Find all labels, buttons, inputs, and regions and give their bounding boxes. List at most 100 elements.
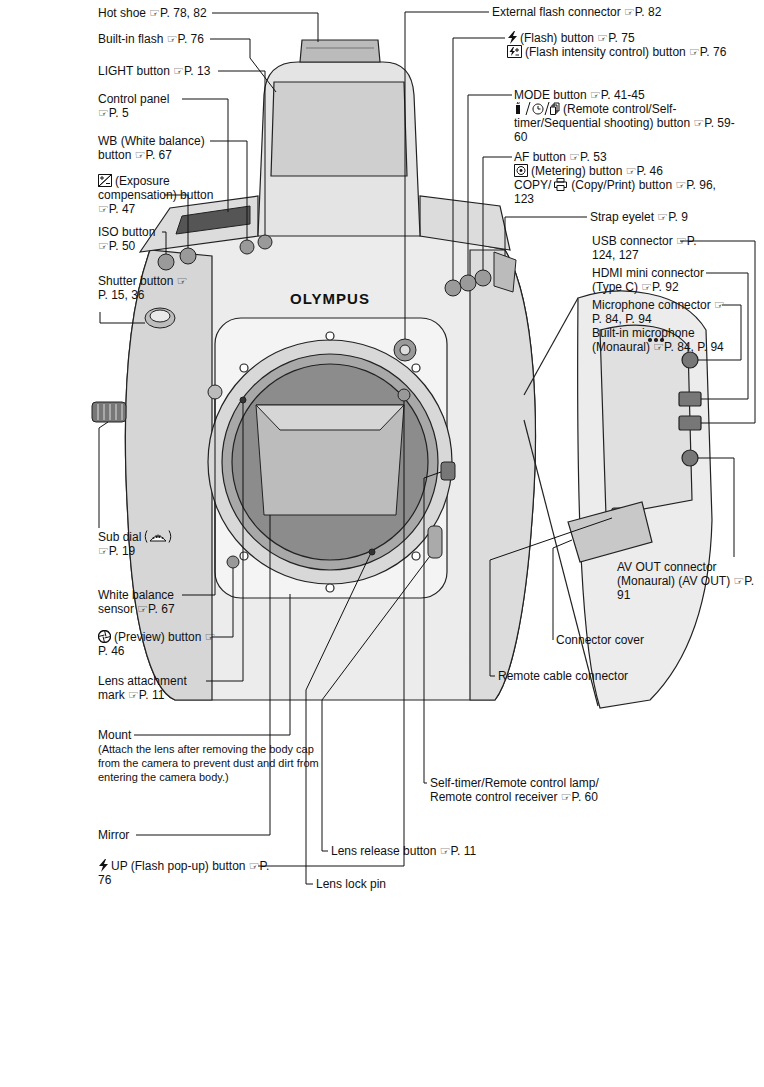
lens-mount-part: [222, 354, 438, 570]
part-label: Strap eyelet ☞P. 9: [590, 210, 688, 224]
callout-label: Mirror: [98, 828, 218, 842]
leader-line-part: [210, 39, 276, 92]
label-item: Self-timer/Remote control lamp/ Remote c…: [430, 776, 599, 804]
lens-mount-part: [412, 552, 420, 560]
icon-stroke: [99, 175, 112, 187]
icon-stroke: [98, 631, 110, 643]
part-label: Built-in microphone (Monaural) ☞P. 84, P…: [592, 326, 724, 354]
mirror: [256, 405, 404, 515]
side-view-part: [679, 392, 701, 406]
icon-stroke: [99, 631, 111, 643]
callout-label: LIGHT button ☞P. 13: [98, 64, 298, 78]
label-item: (Flash intensity control) button ☞P. 76: [507, 45, 726, 59]
callout-label: Control panel ☞P. 5: [98, 92, 183, 120]
leader-line-part: [210, 141, 247, 240]
label-row: Mirror: [98, 828, 218, 842]
label-item: (Metering) button ☞P. 46: [514, 164, 663, 178]
callout-label: Connector cover: [556, 633, 676, 647]
camera-body-part: [420, 196, 510, 250]
icon-stroke: [510, 47, 516, 56]
part-label: (Exposure compensation) button ☞P. 47: [98, 174, 213, 216]
label-item: MODE button ☞P. 41-45: [514, 88, 645, 102]
label-row: Remote cable connector: [498, 669, 658, 683]
callout-label: Shutter button ☞P. 15, 36: [98, 274, 193, 302]
control-panel: [176, 206, 250, 234]
lens-mount-part: [208, 340, 452, 584]
label-item: AV OUT connector (Monaural) (AV OUT) ☞P.…: [617, 560, 754, 602]
label-item: (Exposure compensation) button ☞P. 47: [98, 174, 213, 216]
callout-label: Remote cable connector: [498, 669, 658, 683]
lens-mount-part: [326, 584, 334, 592]
callout-label: Lens release button ☞P. 11: [331, 844, 531, 858]
label-row: COPY/(Copy/Print) button ☞P. 96, 123: [514, 178, 739, 206]
part-label: Remote cable connector: [498, 669, 628, 683]
leader-line-part: [424, 472, 441, 783]
front-controls-part: [394, 339, 416, 361]
callout-label: Lens attachment mark ☞P. 11: [98, 674, 208, 702]
icon-stroke: [519, 169, 522, 172]
part-label: AF button ☞P. 53: [514, 150, 607, 164]
icon-stroke: [153, 535, 163, 540]
label-item: Lens lock pin: [316, 877, 386, 891]
label-row: Lens release button ☞P. 11: [331, 844, 531, 858]
lens-mount-part: [326, 332, 334, 340]
label-item: USB connector ☞P. 124, 127: [592, 234, 697, 262]
front-controls-part: [227, 556, 239, 568]
callout-label: Mount(Attach the lens after removing the…: [98, 728, 338, 784]
top-buttons-part: [475, 270, 491, 286]
lens-mount-part: [240, 552, 248, 560]
leader-line-part: [483, 157, 512, 270]
label-item: Connector cover: [556, 633, 644, 647]
part-label: HDMI mini connector (Type C) ☞P. 92: [592, 266, 704, 294]
callout-label: UP (Flash pop-up) button ☞P. 76: [98, 859, 273, 887]
icon-stroke: [99, 175, 112, 187]
callout-label: ISO button ☞P. 50: [98, 225, 168, 253]
front-controls-part: [441, 462, 455, 480]
icon-stroke: [526, 102, 530, 115]
leader-line-part: [490, 518, 612, 676]
label-item: Lens release button ☞P. 11: [331, 844, 476, 858]
part-label: MODE button ☞P. 41-45: [514, 88, 645, 102]
icon-stroke: [100, 176, 110, 184]
label-row: Lens lock pin: [316, 877, 466, 891]
leader-line-part: [553, 540, 572, 640]
icon-stroke: [146, 531, 172, 543]
label-row: (Exposure compensation) button ☞P. 47: [98, 174, 223, 216]
lens-mount-part: [240, 364, 248, 372]
part-label: Lens release button ☞P. 11: [331, 844, 476, 858]
label-row: Mount: [98, 728, 338, 742]
callout-label: USB connector ☞P. 124, 127: [592, 234, 712, 262]
label-item: (Flash) button ☞P. 75: [507, 31, 635, 45]
sub-dial-part: [92, 402, 126, 422]
label-item: ☞P. 19: [98, 544, 135, 558]
label-row: WB (White balance) button ☞P. 67: [98, 134, 213, 162]
label-item: Shutter button ☞P. 15, 36: [98, 274, 187, 302]
label-item: Lens attachment mark ☞P. 11: [98, 674, 187, 702]
part-label: Shutter button ☞P. 15, 36: [98, 274, 187, 302]
label-item: Mount: [98, 728, 131, 742]
icon-stroke: [557, 186, 564, 191]
callout-label: Lens lock pin: [316, 877, 466, 891]
label-item: Built-in microphone (Monaural) ☞P. 84, P…: [592, 326, 724, 354]
brand-logo: OLYMPUS: [290, 290, 370, 307]
label-row: Control panel ☞P. 5: [98, 92, 183, 120]
part-label: Lens attachment mark ☞P. 11: [98, 674, 187, 702]
label-row: UP (Flash pop-up) button ☞P. 76: [98, 859, 273, 887]
callout-label: External flash connector ☞P. 82: [492, 5, 757, 19]
shutter-button: [145, 308, 175, 328]
part-label: Control panel ☞P. 5: [98, 92, 169, 120]
top-buttons-part: [158, 254, 174, 270]
label-item: LIGHT button ☞P. 13: [98, 64, 210, 78]
icon-stroke: [538, 106, 541, 109]
callout-label: AF button ☞P. 53(Metering) button ☞P. 46…: [514, 150, 739, 206]
label-row: (Flash intensity control) button ☞P. 76: [507, 45, 742, 59]
label-row: Sub dial: [98, 530, 208, 544]
icon-stroke: [533, 104, 543, 114]
label-row: (Remote control/Self-timer/Sequential sh…: [514, 102, 742, 144]
icon-stroke: [551, 107, 556, 115]
part-label: Connector cover: [556, 633, 644, 647]
part-label: Microphone connector ☞P. 84, P. 94: [592, 298, 725, 326]
callout-label: Built-in microphone (Monaural) ☞P. 84, P…: [592, 326, 742, 354]
icon-stroke: [508, 31, 517, 44]
